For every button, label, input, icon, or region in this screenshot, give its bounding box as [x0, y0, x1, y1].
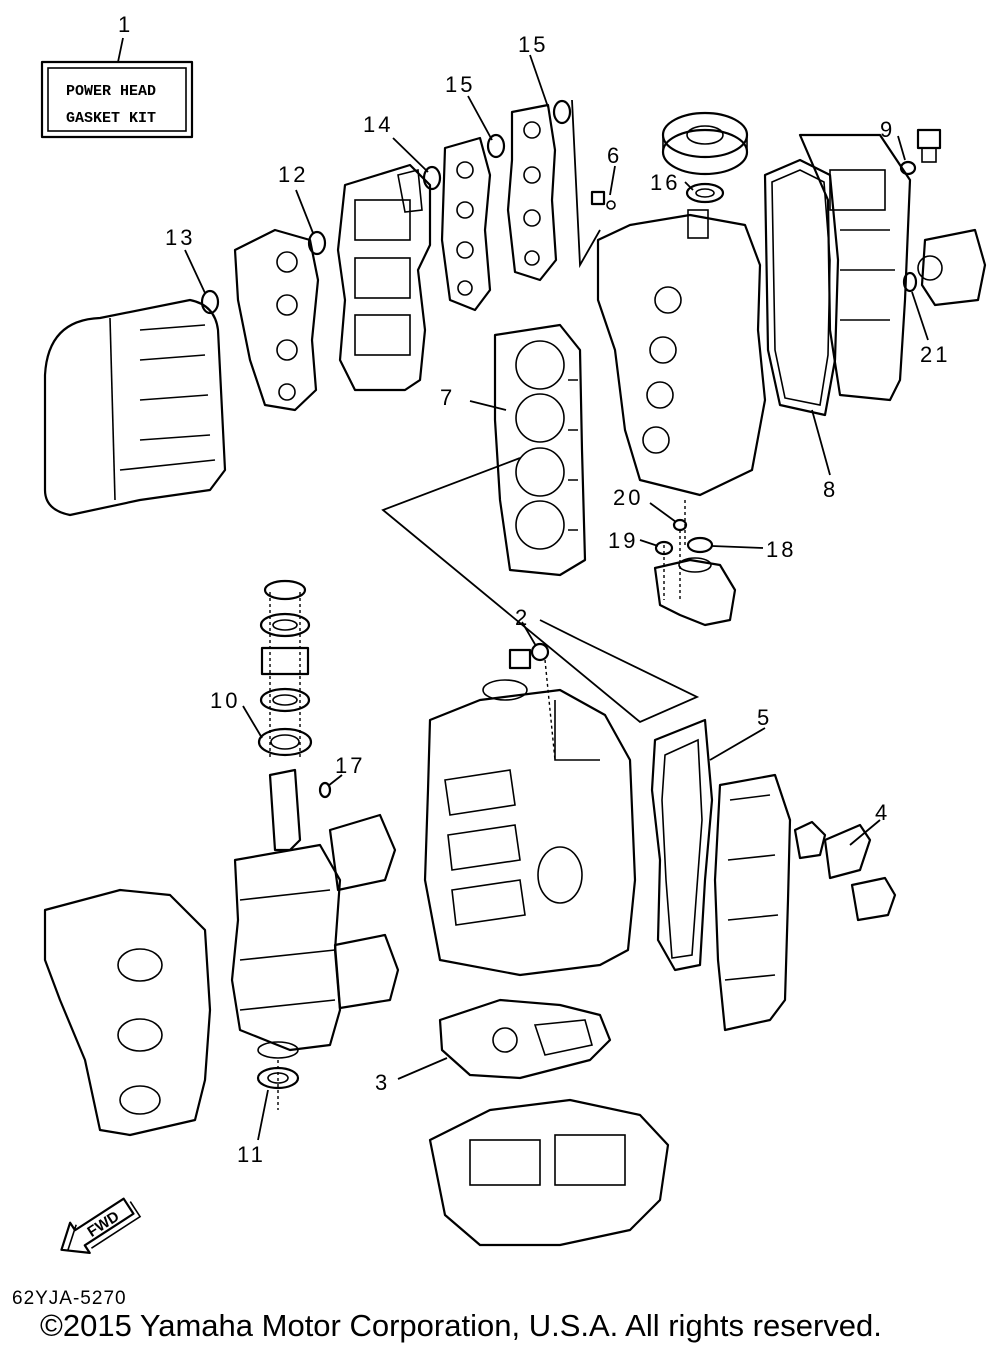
o-ring-18 — [686, 536, 714, 554]
cylinder-block — [423, 679, 637, 977]
callout-11: 11 — [237, 1142, 266, 1167]
o-ring-16 — [685, 182, 725, 204]
callout-10: 10 — [210, 688, 240, 713]
crankcase — [43, 888, 212, 1137]
callout-9: 9 — [880, 117, 895, 142]
o-ring-21 — [902, 271, 918, 293]
callout-4: 4 — [875, 800, 890, 825]
callout-21: 21 — [920, 342, 950, 367]
callout-20: 20 — [613, 485, 643, 510]
bearing-stack — [257, 579, 313, 757]
o-ring-2 — [530, 642, 550, 662]
head-cover — [798, 133, 912, 402]
carburetor-assembly — [336, 163, 432, 392]
callout-1: 1 — [118, 12, 133, 37]
thermostat — [793, 820, 897, 922]
kit-label-line2: GASKET KIT — [66, 110, 156, 127]
intake-plate — [233, 228, 320, 412]
callout-7: 7 — [440, 385, 455, 410]
o-ring-9 — [899, 160, 917, 176]
callout-13: 13 — [165, 225, 195, 250]
thermostat-cover-top — [917, 228, 987, 307]
callout-14: 14 — [363, 112, 393, 137]
o-ring-12 — [307, 230, 327, 256]
callout-3: 3 — [375, 1070, 390, 1095]
diagram-code: 62YJA-5270 — [12, 1288, 127, 1309]
o-ring-15a — [486, 133, 506, 159]
bolt-6 — [590, 190, 616, 210]
exhaust-plate-inner — [440, 136, 492, 312]
forward-arrow: FWD — [60, 1197, 142, 1254]
callout-6: 6 — [607, 143, 622, 168]
oil-pump — [653, 557, 737, 627]
callout-2: 2 — [515, 605, 530, 630]
o-ring-17 — [318, 781, 332, 799]
silencer-cover — [43, 298, 227, 517]
callout-17: 17 — [335, 753, 365, 778]
callout-18: 18 — [766, 537, 796, 562]
bottom-mount-plate — [428, 1098, 670, 1247]
exhaust-plate-outer — [506, 103, 558, 282]
callout-12: 12 — [278, 162, 308, 187]
callout-16: 16 — [650, 170, 680, 195]
callout-8: 8 — [823, 477, 838, 502]
o-ring-13 — [200, 289, 220, 315]
callout-15a: 15 — [445, 72, 475, 97]
gasket-kit-box: POWER HEAD GASKET KIT — [40, 60, 194, 139]
callout-5: 5 — [757, 705, 772, 730]
o-ring-14 — [422, 165, 442, 191]
cylinder-head-gasket — [493, 323, 587, 577]
plug-bolt-9 — [916, 128, 942, 163]
callout-19: 19 — [608, 528, 638, 553]
o-ring-15b — [552, 99, 572, 125]
copyright-notice: ©2015 Yamaha Motor Corporation, U.S.A. A… — [40, 1308, 882, 1343]
plug-2 — [508, 648, 532, 670]
flywheel-pulley — [661, 111, 749, 176]
base-gasket — [438, 998, 612, 1080]
exhaust-cover-gasket — [650, 718, 714, 972]
kit-label-line1: POWER HEAD — [66, 83, 156, 100]
callout-15b: 15 — [518, 32, 548, 57]
exhaust-cover — [713, 773, 792, 1032]
crankshaft — [230, 768, 400, 1059]
cylinder-head — [596, 209, 767, 497]
